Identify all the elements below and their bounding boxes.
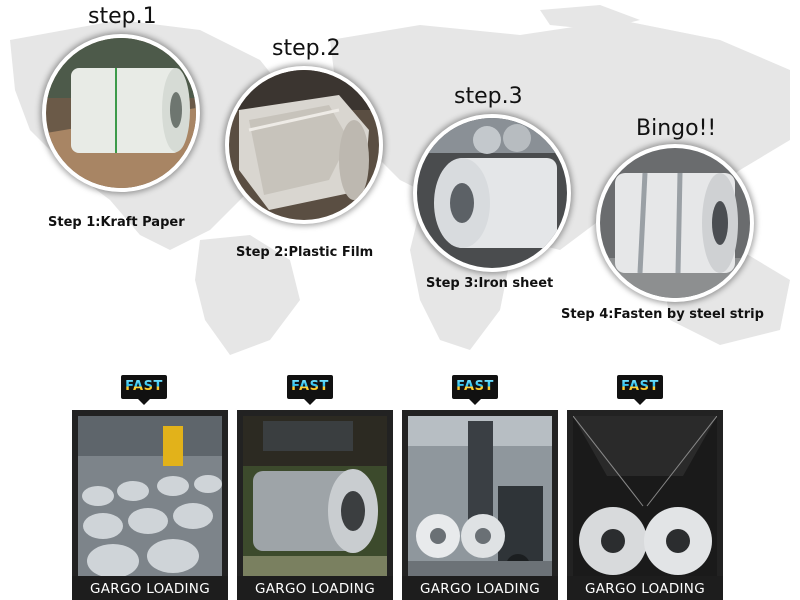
- iron-sheet-coil-photo: [413, 114, 571, 272]
- coil-crane-lift-photo: [243, 416, 387, 584]
- steel-strip-coil-photo: [596, 144, 754, 302]
- fast-badge-label: FAST: [291, 379, 329, 394]
- cargo-loading-caption: GARGO LOADING: [72, 576, 228, 600]
- fast-badge: FAST: [452, 375, 498, 405]
- forklift-coils-photo: [408, 416, 552, 584]
- cargo-loading-caption: GARGO LOADING: [402, 576, 558, 600]
- cargo-loading-caption: GARGO LOADING: [567, 576, 723, 600]
- cargo-loading-caption: GARGO LOADING: [237, 576, 393, 600]
- cargo-loading-card-3: GARGO LOADING: [402, 410, 558, 600]
- step-3-title: step.3: [454, 84, 523, 109]
- plastic-film-coil-photo: [225, 66, 383, 224]
- warehouse-coils-photo: [78, 416, 222, 584]
- step-4-caption: Step 4:Fasten by steel strip: [561, 307, 764, 322]
- step-4-title: Bingo!!: [636, 116, 717, 141]
- fast-badge-label: FAST: [125, 379, 163, 394]
- container-coils-photo: [573, 416, 717, 584]
- fast-badge-label: FAST: [621, 379, 659, 394]
- cargo-loading-card-4: GARGO LOADING: [567, 410, 723, 600]
- cargo-loading-card-2: GARGO LOADING: [237, 410, 393, 600]
- step-1-caption: Step 1:Kraft Paper: [48, 215, 185, 230]
- fast-badge: FAST: [287, 375, 333, 405]
- fast-badge: FAST: [617, 375, 663, 405]
- fast-badge-label: FAST: [456, 379, 494, 394]
- cargo-loading-card-1: GARGO LOADING: [72, 410, 228, 600]
- fast-badge: FAST: [121, 375, 167, 405]
- step-1-title: step.1: [88, 4, 157, 29]
- step-2-caption: Step 2:Plastic Film: [236, 245, 374, 260]
- step-2-title: step.2: [272, 36, 341, 61]
- step-3-caption: Step 3:Iron sheet: [426, 276, 554, 291]
- kraft-paper-coil-photo: [42, 34, 200, 192]
